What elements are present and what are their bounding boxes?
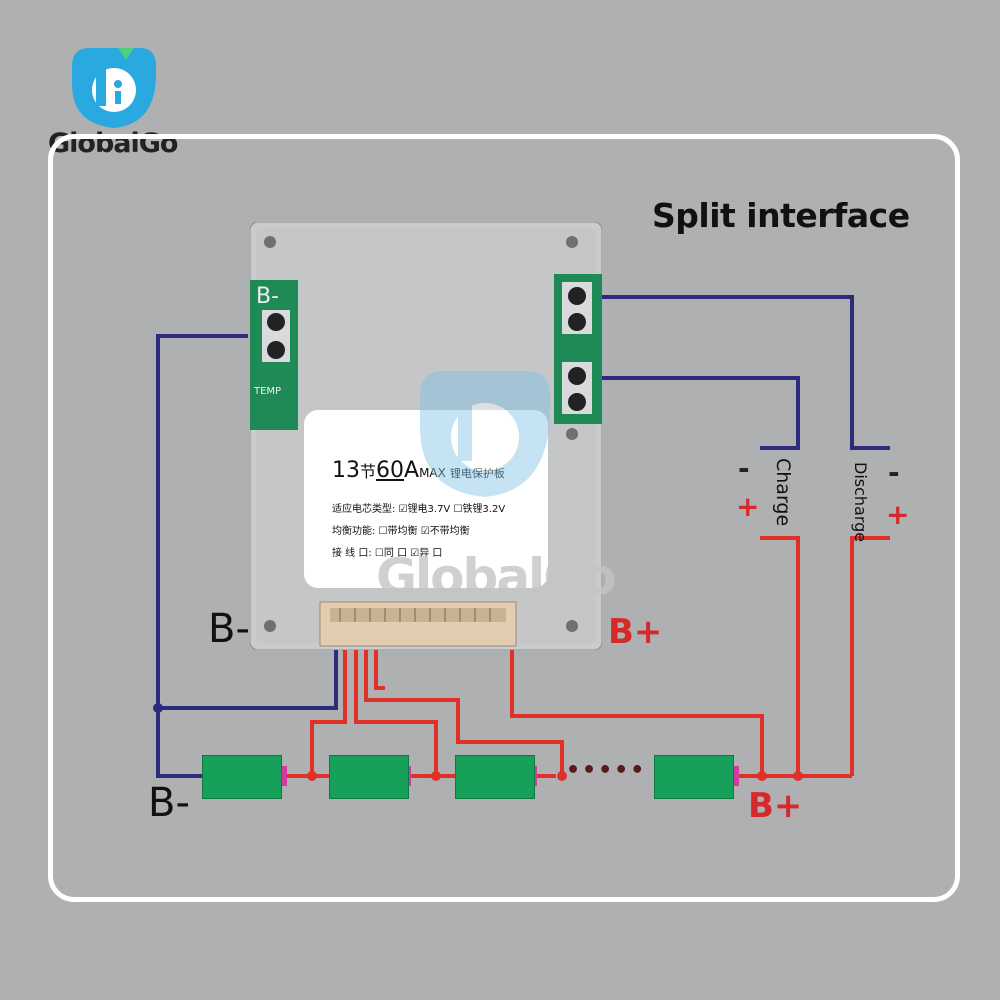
battery-b-minus-label: B- bbox=[148, 780, 190, 826]
label-row1-opt1: 锂电3.7V bbox=[407, 504, 451, 515]
discharge-positive-sign: + bbox=[886, 498, 910, 531]
temp-pad: TEMP bbox=[254, 386, 282, 397]
label-max: MAX bbox=[419, 466, 446, 480]
charge-label: Charge bbox=[772, 458, 794, 527]
label-current: 60 bbox=[376, 458, 405, 483]
product-label: 13节60AMAX锂电保护板 适应电芯类型: ☑锂电3.7V ☐铁锂3.2V 均… bbox=[304, 410, 548, 588]
label-row1-opt2: 铁锂3.2V bbox=[462, 504, 506, 515]
label-row3-opt1: 同 口 bbox=[383, 548, 408, 559]
battery-cell bbox=[654, 755, 734, 799]
board-b-minus-pad: B- bbox=[256, 284, 280, 309]
watermark-logo bbox=[420, 371, 550, 497]
battery-b-plus-label: B+ bbox=[748, 786, 803, 826]
discharge-negative-sign: - bbox=[888, 456, 900, 489]
discharge-label: Discharge bbox=[851, 462, 870, 543]
battery-cell bbox=[455, 755, 535, 799]
diagram-panel bbox=[48, 134, 960, 902]
board-b-minus-label: B- bbox=[208, 606, 250, 652]
label-product-name: 锂电保护板 bbox=[450, 467, 505, 480]
battery-cell bbox=[329, 755, 409, 799]
junction-dot bbox=[153, 703, 163, 713]
diagram-title: Split interface bbox=[652, 196, 910, 235]
label-row3-title: 接 线 口: bbox=[332, 548, 372, 559]
charge-negative-sign: - bbox=[738, 452, 750, 485]
label-cell-count: 13 bbox=[332, 458, 360, 483]
label-row2-title: 均衡功能: bbox=[332, 526, 376, 537]
board-b-plus-label: B+ bbox=[608, 612, 663, 652]
label-row1-title: 适应电芯类型: bbox=[332, 504, 396, 515]
charge-positive-sign: + bbox=[736, 490, 760, 523]
label-amp: A bbox=[404, 458, 420, 483]
label-row3-opt2: 异 口 bbox=[419, 548, 443, 559]
cell-ellipsis: ••••• bbox=[566, 758, 647, 783]
label-row2-opt2: 不带均衡 bbox=[429, 526, 470, 537]
label-row2-opt1: 带均衡 bbox=[387, 526, 418, 537]
label-unit: 节 bbox=[360, 462, 377, 481]
globalgo-logo bbox=[72, 48, 156, 128]
watermark-text: GlobalGo bbox=[376, 548, 617, 606]
junction-dots bbox=[307, 771, 803, 781]
battery-cell bbox=[202, 755, 282, 799]
